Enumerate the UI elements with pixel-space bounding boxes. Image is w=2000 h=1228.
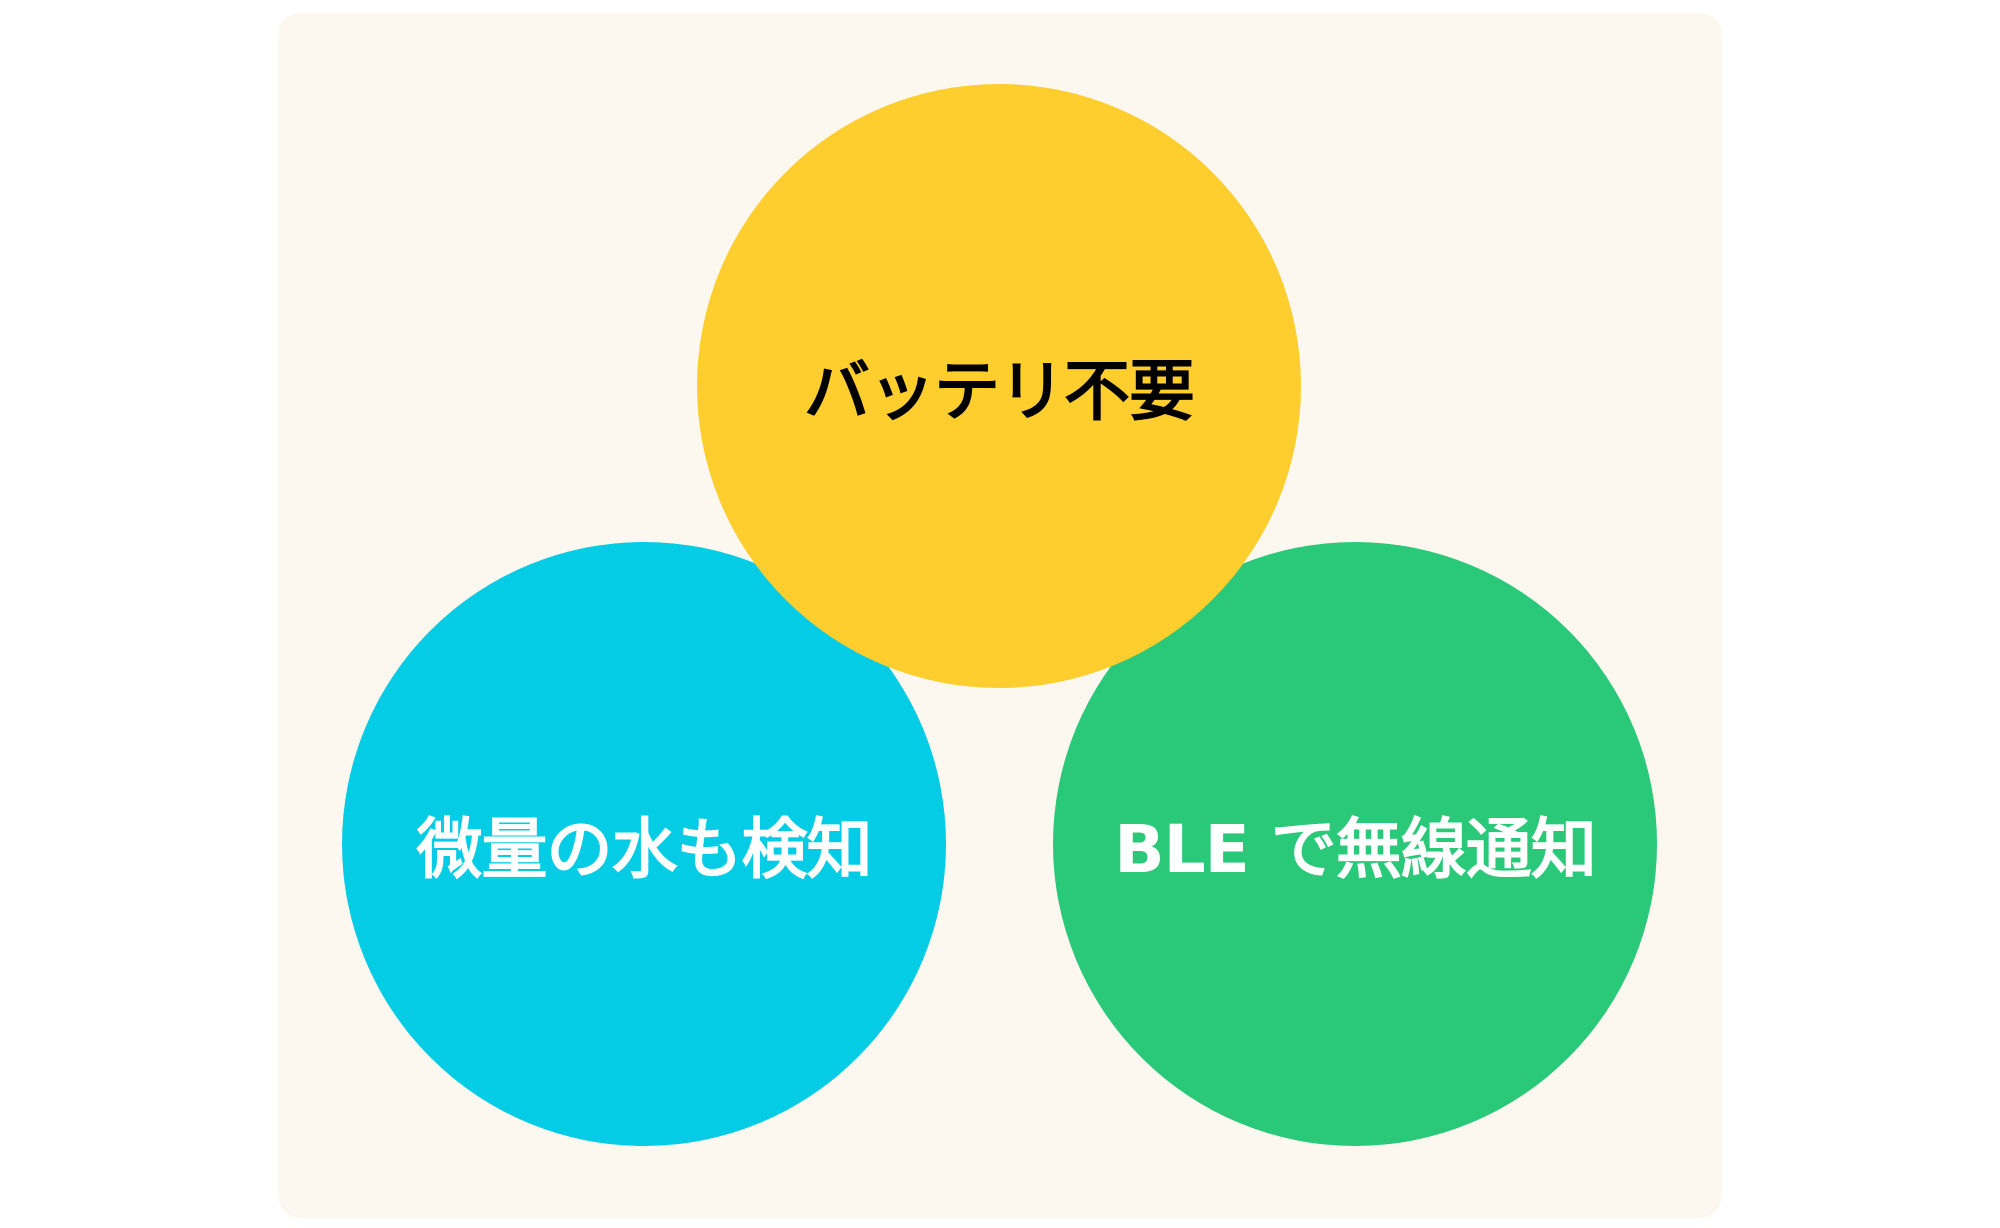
circle-label: バッテリ不要 bbox=[804, 353, 1195, 430]
circle-label: BLE で無線通知 bbox=[1114, 811, 1596, 888]
circle-no-battery: バッテリ不要 bbox=[697, 84, 1301, 688]
circle-label: 微量の水も検知 bbox=[416, 811, 873, 888]
